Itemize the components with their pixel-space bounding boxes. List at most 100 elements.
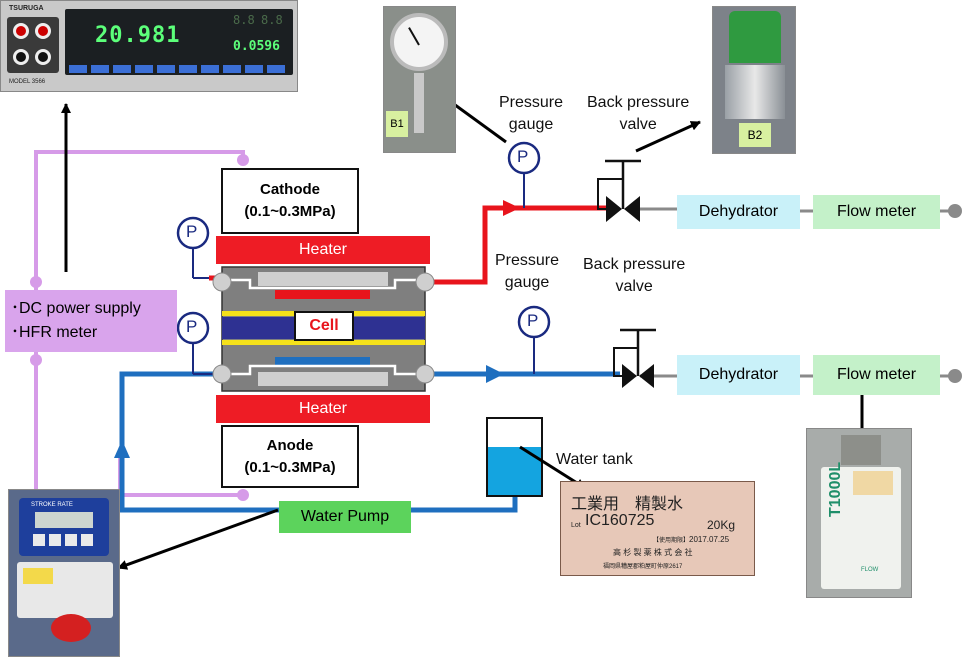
flowmeter-brand: T1000L xyxy=(827,461,844,517)
power-dot xyxy=(30,276,42,288)
water-label-company: 高 杉 製 薬 株 式 会 社 xyxy=(613,548,693,557)
anode-outlet-dot xyxy=(948,369,962,383)
anode-channel xyxy=(275,357,370,367)
flow-meter-photo: T1000L FLOW xyxy=(806,428,912,598)
terminal-black xyxy=(35,49,51,65)
pressure-gauge-symbol xyxy=(517,305,551,339)
valve-tag: B2 xyxy=(739,123,771,147)
heater-top-plate xyxy=(216,236,430,264)
cell-label: Cell xyxy=(294,311,354,341)
fitting xyxy=(415,272,435,292)
back-pressure-valve-top-label: Back pressure valve xyxy=(587,94,690,133)
water-label-photo: 工業用 精製水 Lot IC160725 20Kg 【使用期限】 2017.07… xyxy=(560,481,755,576)
back-pressure-valve-photo: B2 xyxy=(712,6,796,154)
terminal-red xyxy=(35,23,51,39)
pump-warning xyxy=(23,568,53,584)
pressure-gauge-photo: B1 xyxy=(383,6,456,153)
meter-buttons xyxy=(69,65,289,73)
cathode-pressure: (0.1~0.3MPa) xyxy=(244,203,336,220)
gauge-needle xyxy=(408,27,420,46)
meter-main-display: 20.981 xyxy=(95,23,181,48)
flow-meter-top-box: Flow meter xyxy=(813,195,940,229)
water-label-date: 2017.07.25 xyxy=(689,535,730,544)
heater-bottom-label: Heater xyxy=(298,400,348,417)
cathode-title: Cathode xyxy=(260,181,320,198)
anode-flow-arrow xyxy=(486,365,504,383)
anode-pressure: (0.1~0.3MPa) xyxy=(244,458,336,476)
heater-top-label: Heater xyxy=(298,241,348,258)
anode-label-box: Anode (0.1~0.3MPa) xyxy=(221,425,359,488)
meter-side-display: 8.8 xyxy=(233,13,255,27)
pointer-arrow xyxy=(635,120,701,153)
flowmeter-top xyxy=(841,435,881,465)
pressure-symbol-letter: P xyxy=(527,311,539,330)
water-label-address: 福岡県糟屋郡粕屋町仲原2617 xyxy=(603,564,683,570)
pressure-gauge-top-label: Pressure gauge xyxy=(499,94,564,133)
heater-bottom-plate xyxy=(216,395,430,423)
dehydrator-bottom-box: Dehydrator xyxy=(677,355,800,395)
pressure-symbol-letter: P xyxy=(186,222,198,241)
meter-terminals xyxy=(7,17,59,73)
power-line-dots xyxy=(30,154,249,501)
water-tank xyxy=(486,417,543,497)
pressure-gauge-symbol xyxy=(176,311,210,345)
pressure-gauge-symbol xyxy=(176,216,210,250)
gauge-stem-photo xyxy=(414,73,424,133)
water-pump-box: Water Pump xyxy=(279,501,411,533)
cathode-outlet-dot xyxy=(948,204,962,218)
meter-model: MODEL 3566 xyxy=(9,79,46,85)
power-dot xyxy=(237,489,249,501)
pump-head: STROKE RATE xyxy=(19,498,109,556)
anode-line xyxy=(119,371,620,513)
dehydrator-top-box: Dehydrator xyxy=(677,195,800,229)
gauge-dial xyxy=(390,13,448,71)
power-dot xyxy=(237,154,249,166)
back-pressure-valve-top xyxy=(597,159,641,222)
power-supply-line2: ･HFR meter xyxy=(11,324,98,341)
meter-top-display: 8.8 xyxy=(261,13,283,27)
pressure-symbol-letter: P xyxy=(517,147,529,166)
dc-power-hfr-meter-photo: TSURUGA MODEL 3566 20.981 0.0596 8.8 8.8 xyxy=(0,0,298,92)
pump-body xyxy=(17,562,113,618)
meter-brand: TSURUGA xyxy=(9,5,44,12)
power-supply-line1: ･DC power supply xyxy=(11,300,141,317)
terminal-red xyxy=(13,23,29,39)
flow-field-bottom xyxy=(258,372,388,386)
valve-knob xyxy=(729,11,781,63)
flowmeter-tape xyxy=(853,471,893,495)
cathode-path-top xyxy=(226,278,424,290)
pressure-gauge-mid-label: Pressure gauge xyxy=(495,252,560,291)
power-dot xyxy=(30,354,42,366)
cell-assembly xyxy=(212,236,435,423)
anode-up-arrow xyxy=(114,440,130,458)
fitting xyxy=(212,272,232,292)
meter-display-panel: 20.981 0.0596 8.8 8.8 xyxy=(65,9,293,75)
pump-red-cap xyxy=(51,614,91,642)
valve-body xyxy=(725,65,785,119)
pressure-gauge-symbol xyxy=(507,141,541,175)
terminal-black xyxy=(13,49,29,65)
water-label-lot: IC160725 xyxy=(585,512,655,529)
anode-title: Anode xyxy=(266,436,314,454)
anode-path-bottom xyxy=(226,364,424,376)
water-label-date-label: 【使用期限】 xyxy=(653,538,690,544)
cathode-label-box: Cathode (0.1~0.3MPa) xyxy=(221,168,359,234)
flowmeter-body: T1000L FLOW xyxy=(821,462,901,589)
pump-title: STROKE RATE xyxy=(31,502,73,508)
flow-meter-bottom-box: Flow meter xyxy=(813,355,940,395)
pump-buttons xyxy=(33,534,95,546)
back-pressure-valve-mid-label: Back pressure valve xyxy=(583,256,686,295)
flowmeter-flow-label: FLOW xyxy=(861,567,879,573)
fitting xyxy=(415,364,435,384)
fitting xyxy=(212,364,232,384)
flow-field-top xyxy=(258,272,388,286)
cathode-flow-arrow xyxy=(503,200,520,216)
pump-display xyxy=(35,512,93,528)
water-tank-label: Water tank xyxy=(556,451,633,468)
back-pressure-valve-bottom xyxy=(613,328,656,388)
power-supply-box: ･DC power supply ･HFR meter xyxy=(5,290,177,352)
pressure-symbol-letter: P xyxy=(186,317,198,336)
water-label-title: 工業用 精製水 xyxy=(571,494,684,513)
pointer-arrow xyxy=(117,508,279,570)
